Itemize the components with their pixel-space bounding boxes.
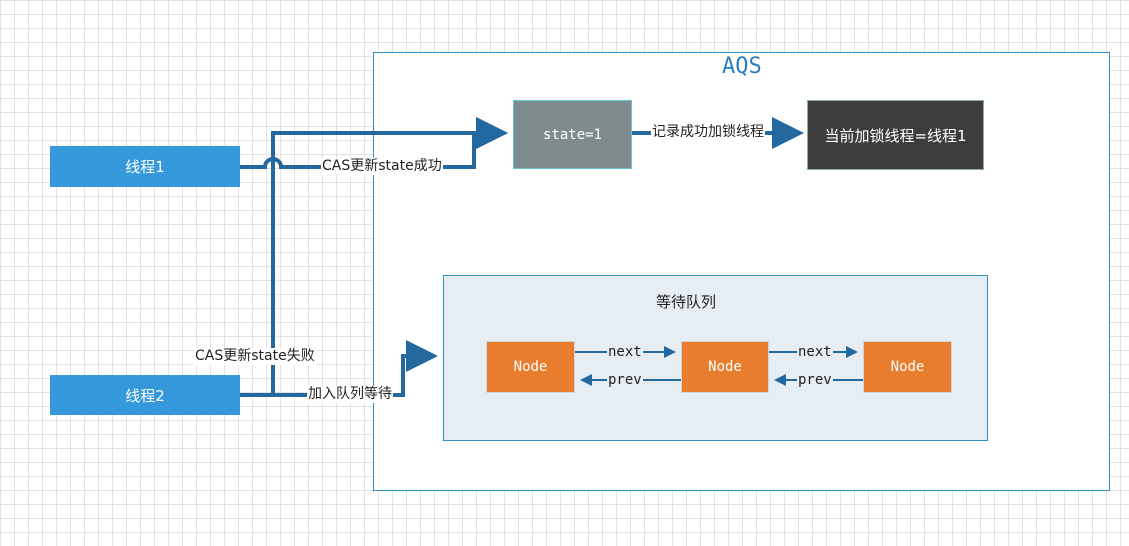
thread-2-label: 线程2: [125, 386, 165, 405]
state-label: state=1: [542, 126, 602, 143]
prev-label-1: prev: [607, 372, 643, 389]
edge-cas-success: [240, 117, 508, 169]
queue-node-1: Node: [486, 341, 575, 393]
cas-success-label: CAS更新state成功: [321, 158, 443, 175]
next-label-1: next: [607, 344, 643, 361]
thread-1-label: 线程1: [125, 158, 165, 176]
cas-fail-label: CAS更新state失败: [194, 348, 316, 365]
next-label-2: next: [797, 344, 833, 361]
thread-1-box: 线程1: [50, 146, 240, 187]
queue-node-3: Node: [863, 341, 952, 393]
edge-cas-fail: [240, 117, 508, 397]
state-box: state=1: [513, 100, 632, 169]
queue-node-2-label: Node: [708, 359, 742, 375]
record-success-label: 记录成功加锁线程: [651, 124, 765, 141]
join-queue-label: 加入队列等待: [307, 386, 393, 403]
thread-2-box: 线程2: [50, 375, 240, 415]
aqs-title: AQS: [722, 54, 762, 79]
prev-label-2: prev: [797, 372, 833, 389]
wait-queue-title: 等待队列: [656, 293, 717, 311]
current-lock-thread-label: 当前加锁线程=线程1: [824, 126, 967, 145]
queue-node-1-label: Node: [513, 359, 548, 375]
queue-node-2: Node: [681, 341, 769, 393]
current-lock-thread-box: 当前加锁线程=线程1: [807, 100, 984, 170]
queue-node-3-label: Node: [890, 359, 925, 375]
